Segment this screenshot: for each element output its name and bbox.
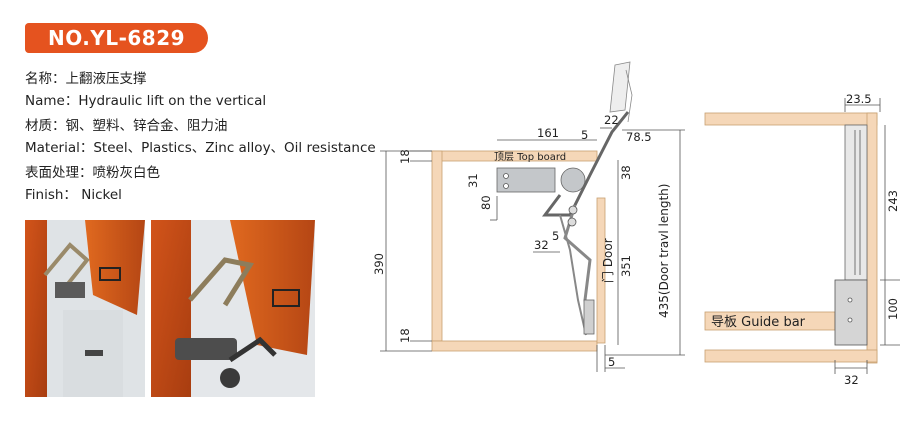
dim-31: 31 [466, 173, 480, 188]
dim-22: 22 [604, 113, 619, 127]
dim-100: 100 [886, 298, 900, 320]
door-travel-label: 435(Door travl length) [657, 184, 671, 318]
right-top-board [704, 112, 878, 126]
side-board [431, 150, 443, 342]
dim-5c: 5 [608, 355, 615, 369]
spec-name-cn: 名称：上翻液压支撑 [25, 71, 147, 87]
dim-390: 390 [372, 253, 386, 275]
bottom-board [431, 340, 598, 352]
door-label: 门 Door [600, 238, 615, 283]
dim-161: 161 [537, 126, 559, 140]
spec-material-en: Material：Steel、Plastics、Zinc alloy、Oil r… [25, 140, 376, 156]
guide-bar-label: 导板 Guide bar [711, 315, 806, 330]
dim-351: 351 [619, 255, 633, 277]
dim-32-right: 32 [844, 373, 859, 387]
dim-78-5: 78.5 [626, 130, 652, 144]
spec-name-en: Name：Hydraulic lift on the vertical [25, 93, 267, 109]
spec-finish-en: Finish： Nickel [25, 187, 122, 203]
spec-material-cn: 材质：钢、塑料、锌合金、阻力油 [25, 118, 228, 134]
dim-32: 32 [534, 238, 549, 252]
right-side-board [866, 112, 878, 364]
dim-38: 38 [619, 165, 633, 180]
right-bottom-board [704, 349, 878, 363]
dim-18b: 18 [398, 328, 412, 343]
spec-finish-cn: 表面处理：喷粉灰白色 [25, 165, 160, 181]
dim-5b: 5 [552, 229, 559, 243]
product-photo [25, 220, 315, 397]
door-panel [596, 197, 606, 344]
model-number-badge: NO.YL-6829 [25, 23, 208, 53]
top-board-label: 顶层 Top board [494, 151, 566, 163]
side-mechanism [844, 124, 868, 281]
dim-80: 80 [479, 195, 493, 210]
dim-18a: 18 [398, 149, 412, 164]
dim-243: 243 [886, 190, 900, 212]
dim-5a: 5 [581, 128, 588, 142]
dim-23-5: 23.5 [846, 92, 872, 106]
